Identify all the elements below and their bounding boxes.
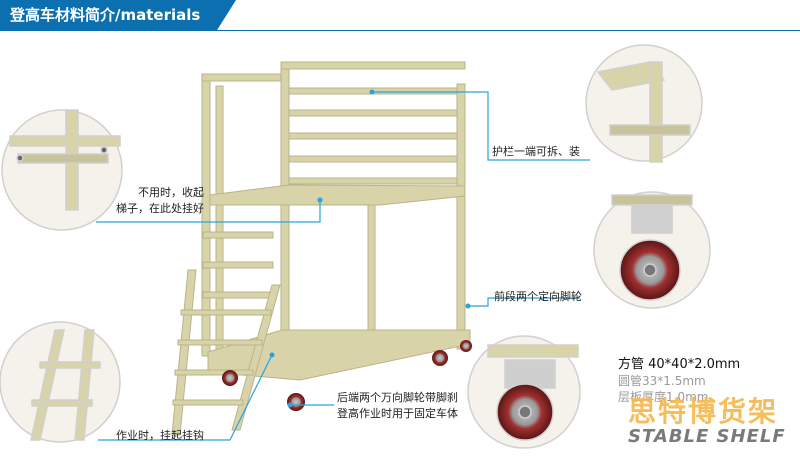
callout-lines bbox=[96, 91, 590, 441]
spec-square-tube: 方管 40*40*2.0mm bbox=[618, 357, 741, 372]
callout-hook: 作业时，挂起挂钩 bbox=[116, 429, 204, 442]
spec-round-tube: 圆管33*1.5mm bbox=[618, 374, 706, 388]
spec-list: 方管 40*40*2.0mm 圆管33*1.5mm 层板厚度1.0mm bbox=[618, 357, 794, 405]
folding-ladder bbox=[171, 269, 281, 436]
detail-swivel-caster bbox=[467, 335, 581, 449]
cart-wheels bbox=[222, 340, 472, 411]
header-divider bbox=[0, 30, 800, 31]
callout-dots bbox=[269, 89, 471, 408]
callout-fold-ladder-line1: 不用时，收起 bbox=[138, 186, 204, 199]
callout-fold-ladder-line2: 梯子，在此处挂好 bbox=[116, 202, 204, 215]
callout-front-wheels: 前段两个定向脚轮 bbox=[494, 290, 582, 303]
detail-fixed-caster bbox=[593, 191, 711, 309]
callout-rear-wheels-line1: 后端两个万向脚轮带脚刹 bbox=[337, 391, 458, 404]
spec-panel: 层板厚度1.0mm bbox=[618, 390, 709, 404]
cart-frame bbox=[201, 61, 471, 381]
brand-name-en: STABLE SHELF bbox=[628, 426, 786, 447]
detail-ladder-foot bbox=[0, 321, 121, 443]
callout-rear-wheels-line2: 登高作业时用于固定车体 bbox=[337, 407, 458, 420]
page-title: 登高车材料简介/materials bbox=[10, 6, 201, 24]
brand-name-cn: 思特博货架 bbox=[628, 395, 779, 428]
detail-guardrail bbox=[585, 44, 703, 163]
detail-ladder-hook bbox=[1, 109, 123, 231]
callout-guardrail: 护栏一端可拆、装 bbox=[492, 145, 580, 158]
callout-rear-wheels: 后端两个万向脚轮带脚刹 登高作业时用于固定车体 bbox=[337, 390, 458, 422]
callout-fold-ladder: 不用时，收起 梯子，在此处挂好 bbox=[96, 185, 204, 217]
header-bar bbox=[0, 0, 236, 30]
